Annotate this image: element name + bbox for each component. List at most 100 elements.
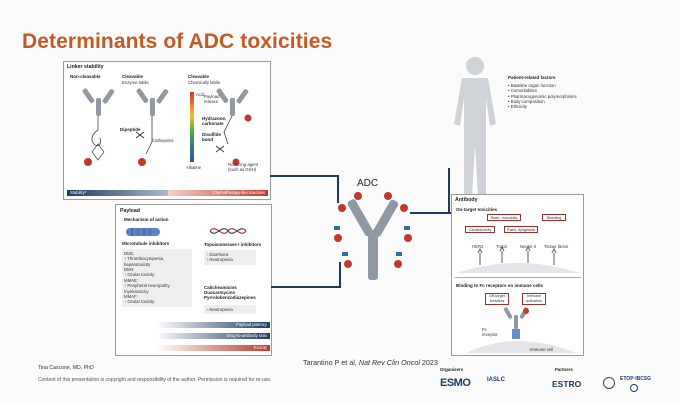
cleavable-enzyme-label: Cleavable — [122, 74, 144, 79]
toxicity-pill: Off-target toxicities — [485, 293, 509, 305]
target-her2: HER2 — [472, 244, 484, 249]
iaslc-logo: IASLC — [487, 377, 505, 383]
dar-label: Drug-to-antibody ratio — [226, 333, 268, 338]
calich-list: ↑ Neutropenia — [204, 305, 256, 315]
microtubule-icon — [126, 228, 160, 236]
topo-title: Topoisomerase I inhibitors — [204, 242, 262, 247]
connector-antibody — [410, 212, 452, 214]
chemo-toxicity-bar: Chemotherapy-like toxicities — [168, 190, 268, 196]
adc-illustration — [334, 192, 412, 280]
cathepsins-label: Cathepsins — [152, 138, 174, 143]
microtubule-item: ↑ Thrombocytopenia, hepatotoxicity — [124, 256, 165, 267]
topo-item: ↑ Diarrhoea — [206, 252, 229, 257]
citation-journal: Nat Rev Clin Oncol — [358, 358, 420, 367]
payload-potency-bar: Payload potency — [156, 322, 270, 328]
fc-title: Binding to Fc receptors on immune cells — [456, 283, 544, 288]
topoisomerase-icon — [209, 228, 247, 234]
non-cleavable-label: Non-cleavable — [70, 74, 101, 79]
target-tissue-factor: Tissue factor — [544, 244, 569, 249]
partners-label: Partners — [555, 367, 573, 372]
patient-factors: Patient-related factors • Baseline organ… — [508, 75, 578, 110]
enzyme-labile-label: Enzyme labile — [122, 80, 149, 85]
toxicity-pill: Immune activation — [522, 293, 546, 305]
connector-payload-v — [339, 262, 341, 288]
antibody-icon — [82, 88, 115, 116]
antibody-icon — [216, 88, 249, 116]
presenter-name: Tina Cascone, MD, PhD — [38, 365, 94, 371]
payload-star-icon — [84, 158, 92, 166]
microtubule-item: DM4: — [124, 267, 135, 273]
hydrazone-label: Hydrazone, carbonate — [202, 116, 227, 126]
payload-star-icon — [138, 158, 146, 166]
calich-title: Calicheamicins Duocarmycins Pyrrolobenzo… — [204, 285, 256, 300]
patient-item: • Ethnicity — [508, 104, 527, 110]
citation-year: 2023 — [419, 358, 438, 367]
antibody-title: Antibody — [455, 197, 478, 203]
organisers-label: Organisers — [440, 367, 464, 372]
target-trop2: Trop2 — [496, 244, 508, 249]
patient-item: • Body composition — [508, 99, 545, 105]
patient-item: • Comorbidities — [508, 88, 537, 94]
linker-illustration — [82, 88, 252, 166]
citation-authors: Tarantino P et al, — [303, 358, 359, 367]
estro-logo: ESTRO — [552, 379, 582, 389]
linker-title: Linker stability — [67, 64, 104, 70]
connector-linker — [270, 175, 338, 177]
payload-star-icon — [232, 158, 240, 166]
topo-item: ↑ Neutropenia — [206, 257, 233, 263]
dar-bar: Drug-to-antibody ratio — [156, 333, 270, 339]
dipeptide-label: Dipeptide — [120, 127, 141, 132]
toxicity-pill: Cardiotoxicity — [465, 226, 495, 233]
patient-silhouette-icon — [454, 57, 496, 196]
chemo-toxicity-bar-label: Chemotherapy-like toxicities — [212, 190, 265, 195]
microtubule-item: ↑ Ocular toxicity — [124, 272, 155, 278]
microtubule-title: Microtubule inhibitors — [122, 241, 170, 246]
scissors-icon — [135, 131, 145, 139]
antibody-icon — [136, 88, 169, 116]
patient-item: • Baseline organ function — [508, 83, 556, 88]
immune-cell-illustration — [466, 307, 576, 353]
topo-list: ↑ Diarrhoea ↑ Neutropenia — [204, 250, 256, 265]
microtubule-item: MMAF: — [124, 293, 138, 299]
toxicity-pill: Bleeding — [542, 214, 566, 221]
alkaline-label: Alkaline — [186, 165, 202, 170]
on-target-label: On-target toxicities — [456, 207, 498, 212]
copyright-notice: Content of this presentation is copyrigh… — [38, 377, 272, 383]
payload-title: Payload — [120, 208, 140, 214]
calich-item: ↑ Neutropenia — [206, 307, 233, 312]
partner-emblem-icon — [603, 377, 615, 389]
connector-payload — [271, 286, 341, 288]
stability-bar-label: Stability* — [70, 190, 87, 195]
target-nectin4: Nectin-4 — [520, 244, 537, 249]
patient-item: • Pharmacogenomic polymorphisms — [508, 93, 577, 99]
etop-emblem-icon — [630, 384, 638, 392]
connector-patient — [448, 168, 450, 214]
payload-potency-label: Payload potency — [236, 322, 267, 327]
antibody-panel: Antibody On-target toxicities Rash, muco… — [451, 194, 584, 356]
reducing-agent-label: Reducing agent (such as GSH) — [228, 162, 259, 173]
chemically-labile-label: Chemically labile — [188, 80, 221, 85]
scissors-icon — [215, 145, 225, 153]
patient-title: Patient-related factors — [508, 75, 556, 80]
adc-label: ADC — [357, 178, 379, 189]
cleavable-chem-label: Cleavable — [188, 74, 210, 79]
toxicity-pill: Rash, mucositis — [487, 214, 521, 221]
acid-label: Acid — [196, 92, 205, 97]
microtubule-list: DM1: ↑ Thrombocytopenia, hepatotoxicity … — [122, 249, 192, 307]
fc-divider — [455, 277, 581, 278]
immune-cell-label: Immune cell — [530, 347, 554, 352]
ph-spectrum-bar — [190, 92, 194, 162]
toxicity-label: Toxicity — [253, 345, 267, 350]
etop-logo: ETOP·IBCSG — [620, 376, 652, 382]
citation: Tarantino P et al, Nat Rev Clin Oncol 20… — [303, 358, 438, 367]
esmo-logo: ESMO — [440, 377, 471, 389]
target-cells-illustration — [456, 245, 580, 273]
microtubule-item: DM1: — [124, 251, 135, 256]
stability-bar: Stability* — [67, 190, 175, 196]
slide-title: Determinants of ADC toxicities — [22, 30, 333, 53]
linker-stability-panel: Linker stability Non-cleavable Cleavable… — [63, 61, 271, 200]
fc-receptor-label: Fc receptor — [482, 327, 498, 338]
payload-star-icon — [244, 114, 252, 122]
microtubule-item: ↑ Peripheral neuropathy, myelotoxicity — [124, 283, 171, 294]
